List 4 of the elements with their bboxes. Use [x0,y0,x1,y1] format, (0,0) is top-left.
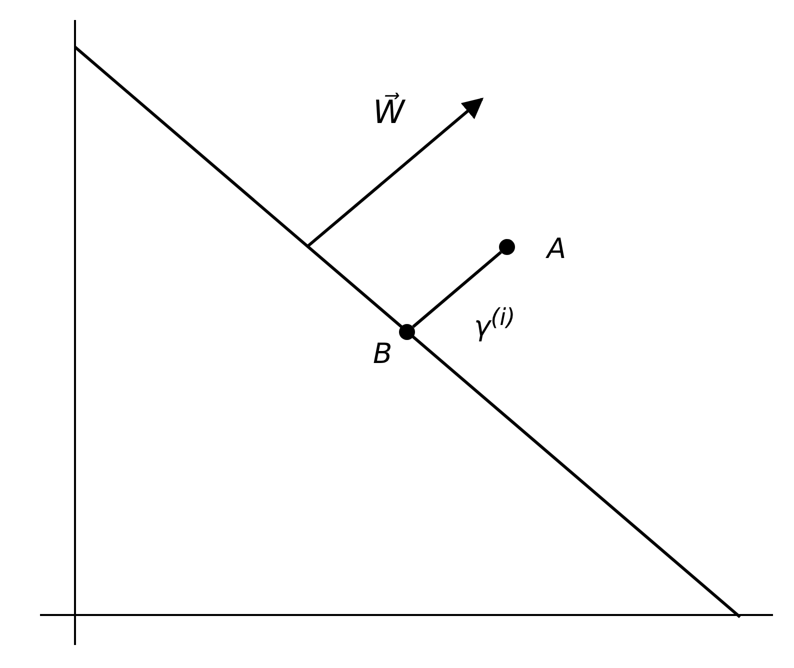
point-label: A [547,235,566,263]
point-label: B [373,340,392,368]
line-segment [412,251,502,328]
edge-label: γ$^{(i)}$ [474,306,516,340]
